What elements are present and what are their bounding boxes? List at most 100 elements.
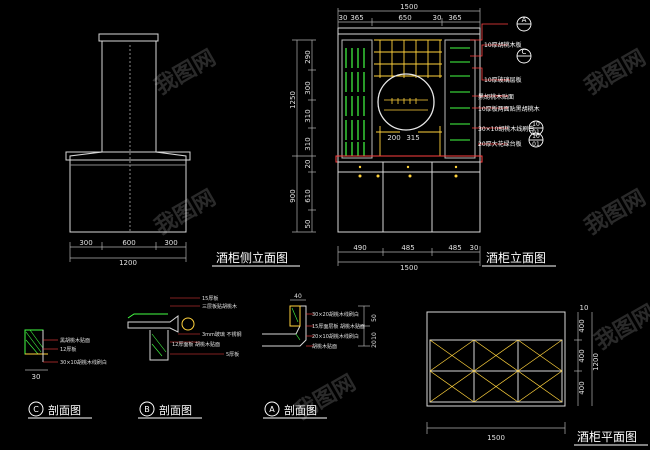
detail-mark: 01 bbox=[532, 129, 540, 136]
section-b-note: 12厚面板 胡桃木贴面 bbox=[172, 341, 220, 348]
front-left-dim: 20 bbox=[304, 160, 312, 169]
front-elevation-drawing bbox=[335, 27, 483, 233]
front-bottom-d2: 485 bbox=[401, 244, 414, 252]
side-dim-1: 300 bbox=[79, 239, 92, 247]
callout-text: 10厚胡桃木板 bbox=[484, 41, 522, 49]
section-a-note: 15厚面层板 胡桃木贴面 bbox=[312, 323, 365, 330]
door-handles bbox=[358, 165, 458, 178]
section-a-drawing bbox=[262, 299, 370, 347]
callout-text: 10厚板两面贴黑胡桃木 bbox=[478, 105, 540, 113]
front-left-dim-lines bbox=[292, 39, 316, 233]
section-b-lower bbox=[149, 330, 169, 361]
side-dim-total: 1200 bbox=[119, 259, 137, 267]
wine-grid bbox=[374, 39, 442, 156]
plan-cross-bracing bbox=[429, 339, 563, 403]
section-a-note: 20×10胡桃木线刷白 bbox=[312, 333, 359, 340]
plan-outer bbox=[426, 311, 566, 407]
right-shelf-items bbox=[450, 47, 470, 141]
section-b-note: 15厚板 bbox=[202, 295, 218, 302]
section-c-note: 12厚板 bbox=[60, 346, 76, 353]
callout-marks bbox=[516, 16, 544, 148]
section-b-note: 5厚板 bbox=[226, 351, 239, 358]
side-elevation-drawing bbox=[65, 33, 191, 233]
front-left-dim: 610 bbox=[304, 189, 312, 202]
front-top-dim-lines bbox=[337, 8, 481, 28]
section-b-glass bbox=[127, 313, 168, 319]
front-bottom-total: 1500 bbox=[400, 264, 418, 272]
section-a-mark: A bbox=[269, 405, 275, 414]
front-right-shelf bbox=[444, 39, 476, 159]
callout-text: 黑胡桃木贴面 bbox=[478, 93, 514, 101]
title-front-elevation: 酒柜立面图 bbox=[486, 250, 546, 265]
front-top-total: 1500 bbox=[400, 3, 418, 11]
watermark: 我图网 bbox=[151, 46, 221, 101]
section-c-dim: 30 bbox=[32, 373, 41, 381]
front-bottom-dim-lines bbox=[337, 246, 481, 266]
plan-drawing bbox=[426, 311, 566, 407]
plan-dim-lines bbox=[426, 312, 593, 434]
front-bottom-d3: 485 bbox=[448, 244, 461, 252]
front-crown bbox=[337, 27, 481, 35]
side-outline bbox=[69, 41, 187, 233]
section-c-symbol bbox=[28, 401, 44, 417]
front-misc-w2: 315 bbox=[406, 134, 419, 142]
title-section-b: 剖面图 bbox=[159, 403, 192, 417]
section-c-drawing bbox=[24, 329, 58, 371]
section-a-trim bbox=[289, 305, 301, 327]
title-plan: 酒柜平面图 bbox=[577, 430, 637, 444]
section-b-mark: B bbox=[144, 405, 150, 414]
section-b-note: 三层板贴胡桃木 bbox=[202, 303, 237, 310]
title-side-elevation: 酒柜侧立面图 bbox=[216, 250, 288, 265]
side-top-cap bbox=[98, 33, 159, 42]
callout-text: 20厚大花绿台板 bbox=[478, 140, 522, 148]
detail-mark: 10 bbox=[532, 133, 540, 140]
section-c-note: 30×10胡桃木线刷白 bbox=[60, 359, 107, 366]
front-countertop bbox=[335, 155, 483, 163]
front-left-dim: 290 bbox=[304, 50, 312, 63]
side-dimensions bbox=[69, 242, 187, 262]
section-a-note: 胡桃木贴面 bbox=[312, 343, 337, 350]
section-a-dim: 40 bbox=[294, 293, 302, 300]
callout-text: 10厚玻璃层板 bbox=[484, 76, 522, 84]
front-left-dim: 310 bbox=[304, 109, 312, 122]
plan-dim-right: 1200 bbox=[592, 353, 600, 371]
front-top-d5: 30 bbox=[433, 14, 442, 22]
detail-mark: 10 bbox=[532, 121, 540, 128]
section-c-mark: C bbox=[33, 405, 39, 414]
front-bottom-d1: 490 bbox=[353, 244, 366, 252]
front-left-dim: 1250 bbox=[289, 91, 297, 109]
side-dim-2: 600 bbox=[122, 239, 135, 247]
section-a-note: 30×20胡桃木线刷白 bbox=[312, 311, 359, 318]
section-b-drawing bbox=[127, 297, 224, 361]
round-window bbox=[377, 73, 435, 131]
front-left-dim: 900 bbox=[289, 189, 297, 202]
section-b-top bbox=[127, 315, 179, 333]
front-left-dim: 310 bbox=[304, 137, 312, 150]
section-a-dim: 10 bbox=[371, 332, 378, 340]
callout-mark-c: C bbox=[522, 48, 527, 56]
front-left-dim: 300 bbox=[304, 81, 312, 94]
watermark: 我图网 bbox=[591, 301, 650, 356]
watermark-group: 我图网 我图网 我图网 我图网 我图网 我图网 bbox=[151, 46, 650, 426]
section-b-trim bbox=[181, 317, 195, 331]
side-countertop bbox=[65, 151, 191, 161]
front-bottom-d4: 30 bbox=[470, 244, 479, 252]
front-drawer-row bbox=[337, 161, 481, 173]
plan-dim-width: 1500 bbox=[487, 434, 505, 442]
watermark: 我图网 bbox=[581, 46, 650, 101]
section-a-dim: 50 bbox=[371, 314, 378, 322]
front-top-d3: 365 bbox=[448, 14, 461, 22]
front-top-d2: 650 bbox=[398, 14, 411, 22]
title-section-c: 剖面图 bbox=[48, 403, 81, 417]
side-dim-3: 300 bbox=[164, 239, 177, 247]
front-left-bottle-rack bbox=[341, 39, 373, 159]
front-left-dim: 50 bbox=[304, 220, 312, 229]
section-a-symbol bbox=[264, 401, 280, 417]
front-top-d1: 365 bbox=[350, 14, 363, 22]
watermark: 我图网 bbox=[581, 186, 650, 241]
callout-mark-a: A bbox=[522, 16, 527, 24]
front-top-d4: 30 bbox=[339, 14, 348, 22]
section-b-note: 3mm玻璃 不锈钢 bbox=[202, 331, 242, 338]
